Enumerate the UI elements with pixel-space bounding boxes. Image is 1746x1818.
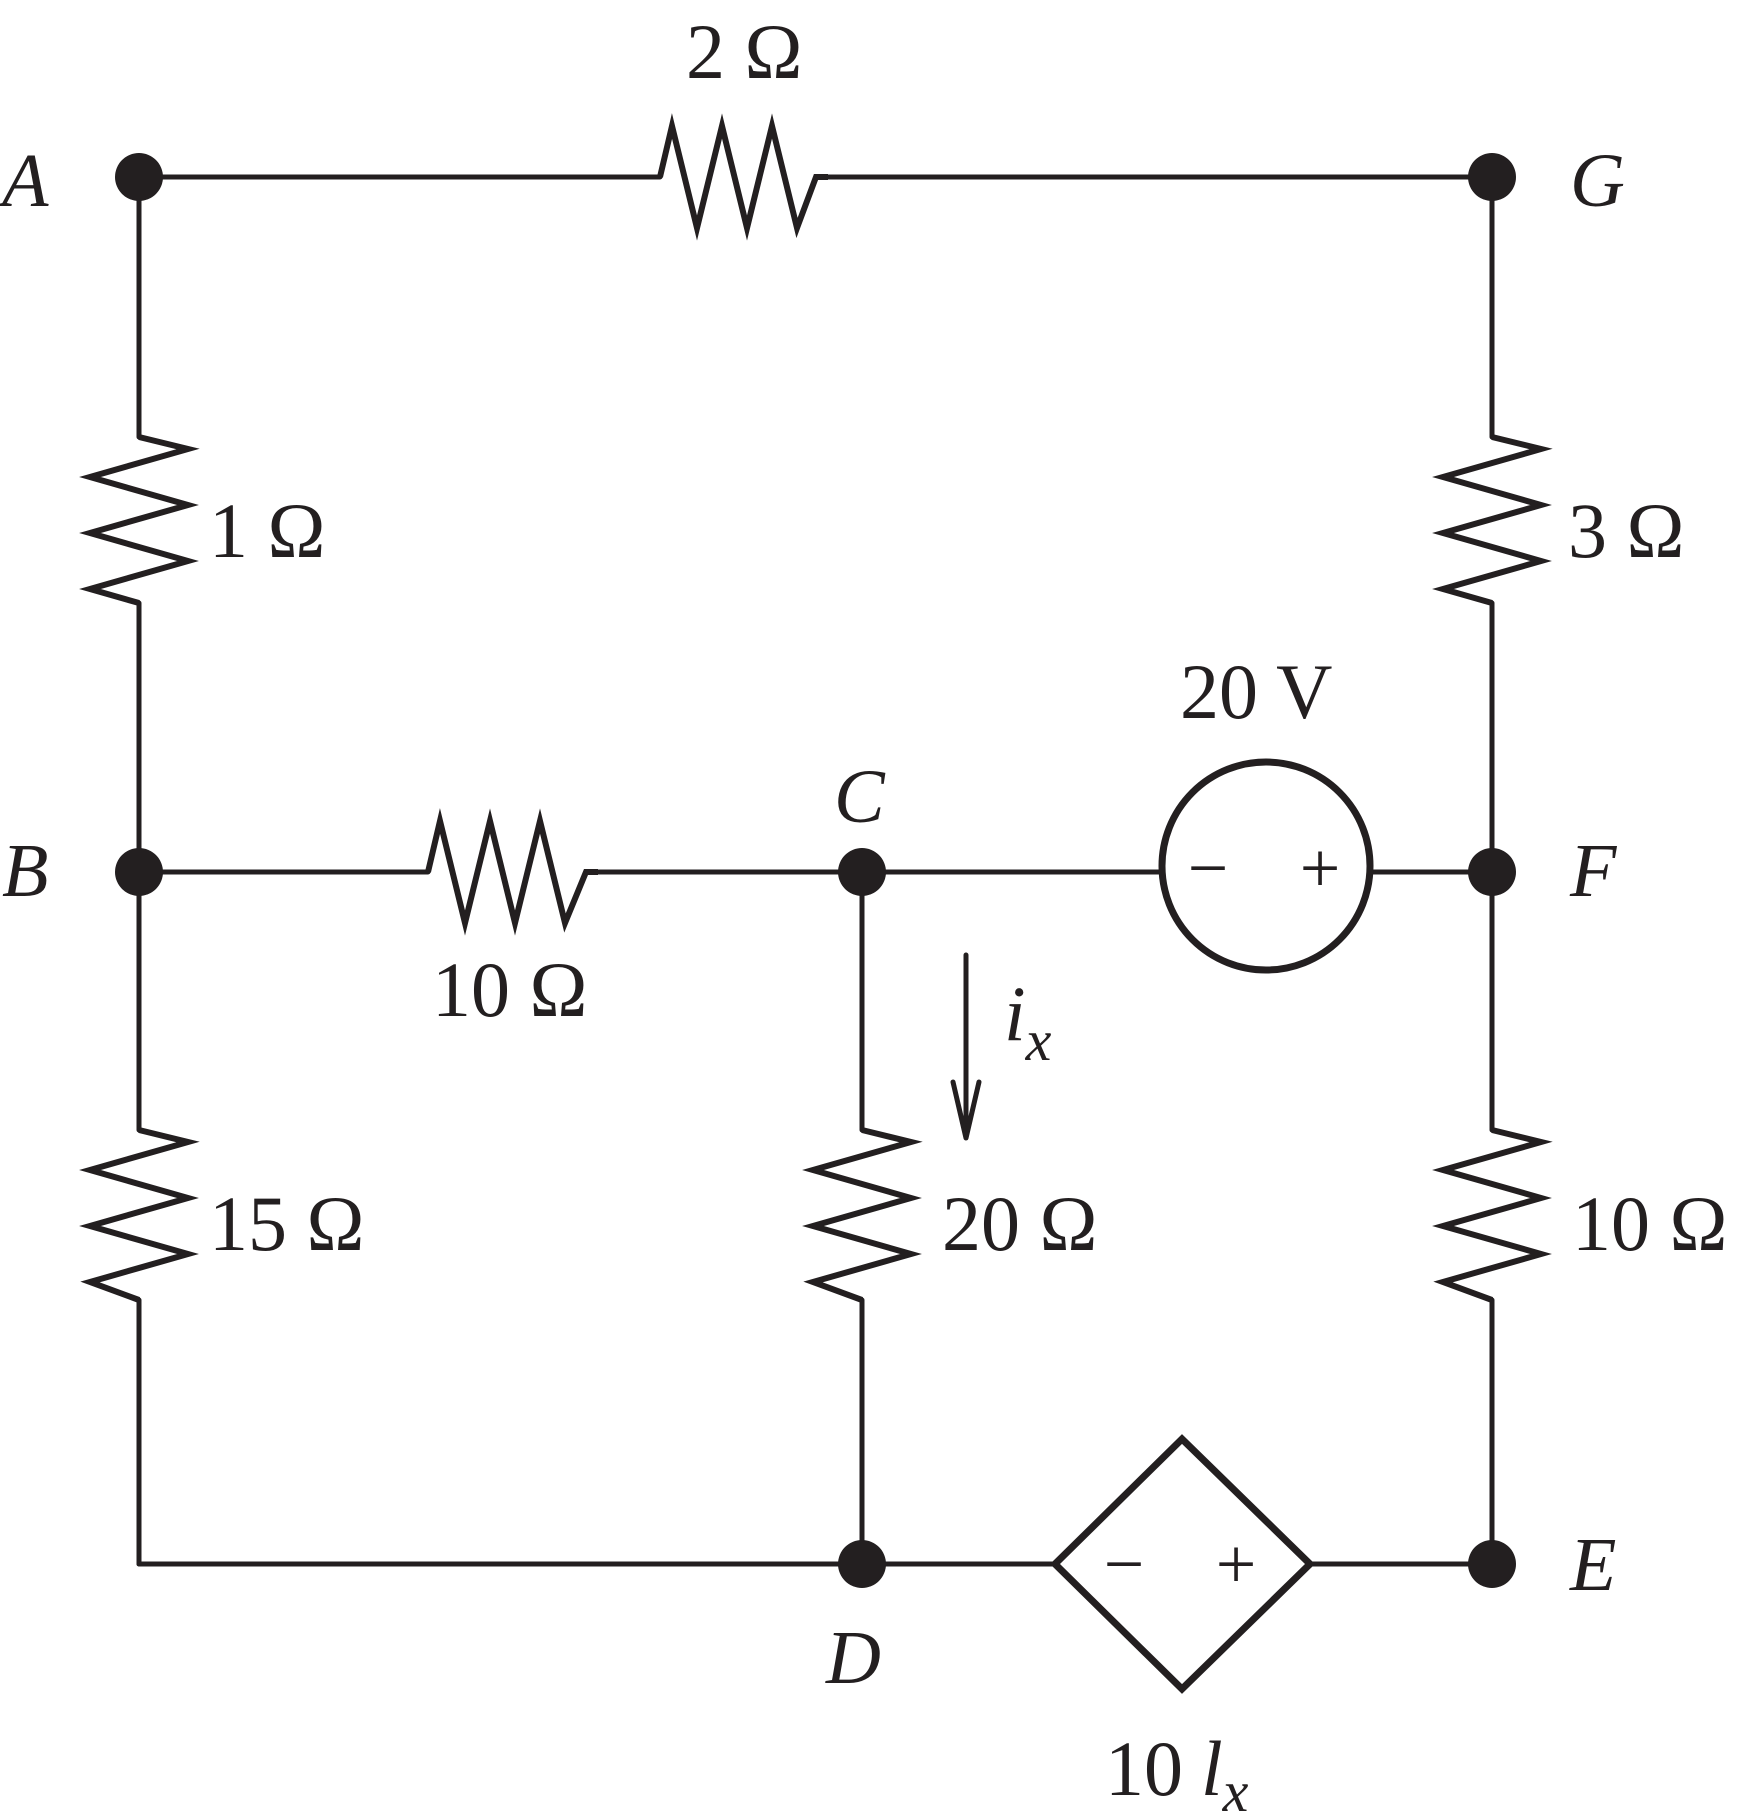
- node-label-f: F: [1569, 829, 1618, 913]
- label-r-bd: 15 Ω: [209, 1180, 364, 1267]
- node-label-e: E: [1569, 1523, 1616, 1607]
- resistor-bd: [79, 1127, 200, 1303]
- resistor-fe: [1432, 1127, 1553, 1303]
- label-r-gf: 3 Ω: [1568, 487, 1684, 574]
- dependent-plus-sign: +: [1216, 1524, 1257, 1604]
- resistor-ab: [79, 434, 200, 606]
- dependent-voltage-source: − +: [1050, 1434, 1316, 1694]
- node-a: [115, 153, 163, 201]
- voltage-source-20v: − +: [1158, 758, 1374, 974]
- node-d: [838, 1540, 886, 1588]
- node-c: [838, 848, 886, 896]
- resistor-cd: [802, 1127, 923, 1303]
- dependent-minus-sign: −: [1104, 1524, 1145, 1604]
- resistor-ag: [657, 113, 828, 241]
- node-label-a: A: [0, 139, 49, 223]
- current-subscript: x: [1025, 1008, 1052, 1073]
- resistor-gf: [1432, 434, 1553, 606]
- node-g: [1468, 153, 1516, 201]
- node-label-b: B: [2, 829, 48, 913]
- label-r-fe: 10 Ω: [1572, 1180, 1727, 1267]
- node-f: [1468, 848, 1516, 896]
- label-r-ab: 1 Ω: [209, 487, 325, 574]
- dependent-variable: l: [1201, 1725, 1223, 1812]
- source-minus-sign: −: [1188, 828, 1229, 908]
- resistor-bc: [425, 808, 598, 936]
- node-label-g: G: [1570, 139, 1625, 223]
- node-label-c: C: [834, 755, 886, 839]
- label-current-ix: ix: [1004, 970, 1052, 1073]
- dependent-coefficient: 10: [1105, 1725, 1183, 1812]
- source-plus-sign: +: [1300, 828, 1341, 908]
- current-arrow-ix: [950, 952, 982, 1141]
- label-r-cd: 20 Ω: [942, 1180, 1097, 1267]
- label-voltage-source: 20 V: [1180, 648, 1332, 735]
- label-r-ag: 2 Ω: [686, 8, 802, 95]
- node-label-d: D: [825, 1616, 881, 1700]
- dependent-subscript: x: [1222, 1759, 1249, 1818]
- node-e: [1468, 1540, 1516, 1588]
- current-symbol: i: [1004, 970, 1026, 1057]
- label-r-bc: 10 Ω: [432, 946, 587, 1033]
- node-b: [115, 848, 163, 896]
